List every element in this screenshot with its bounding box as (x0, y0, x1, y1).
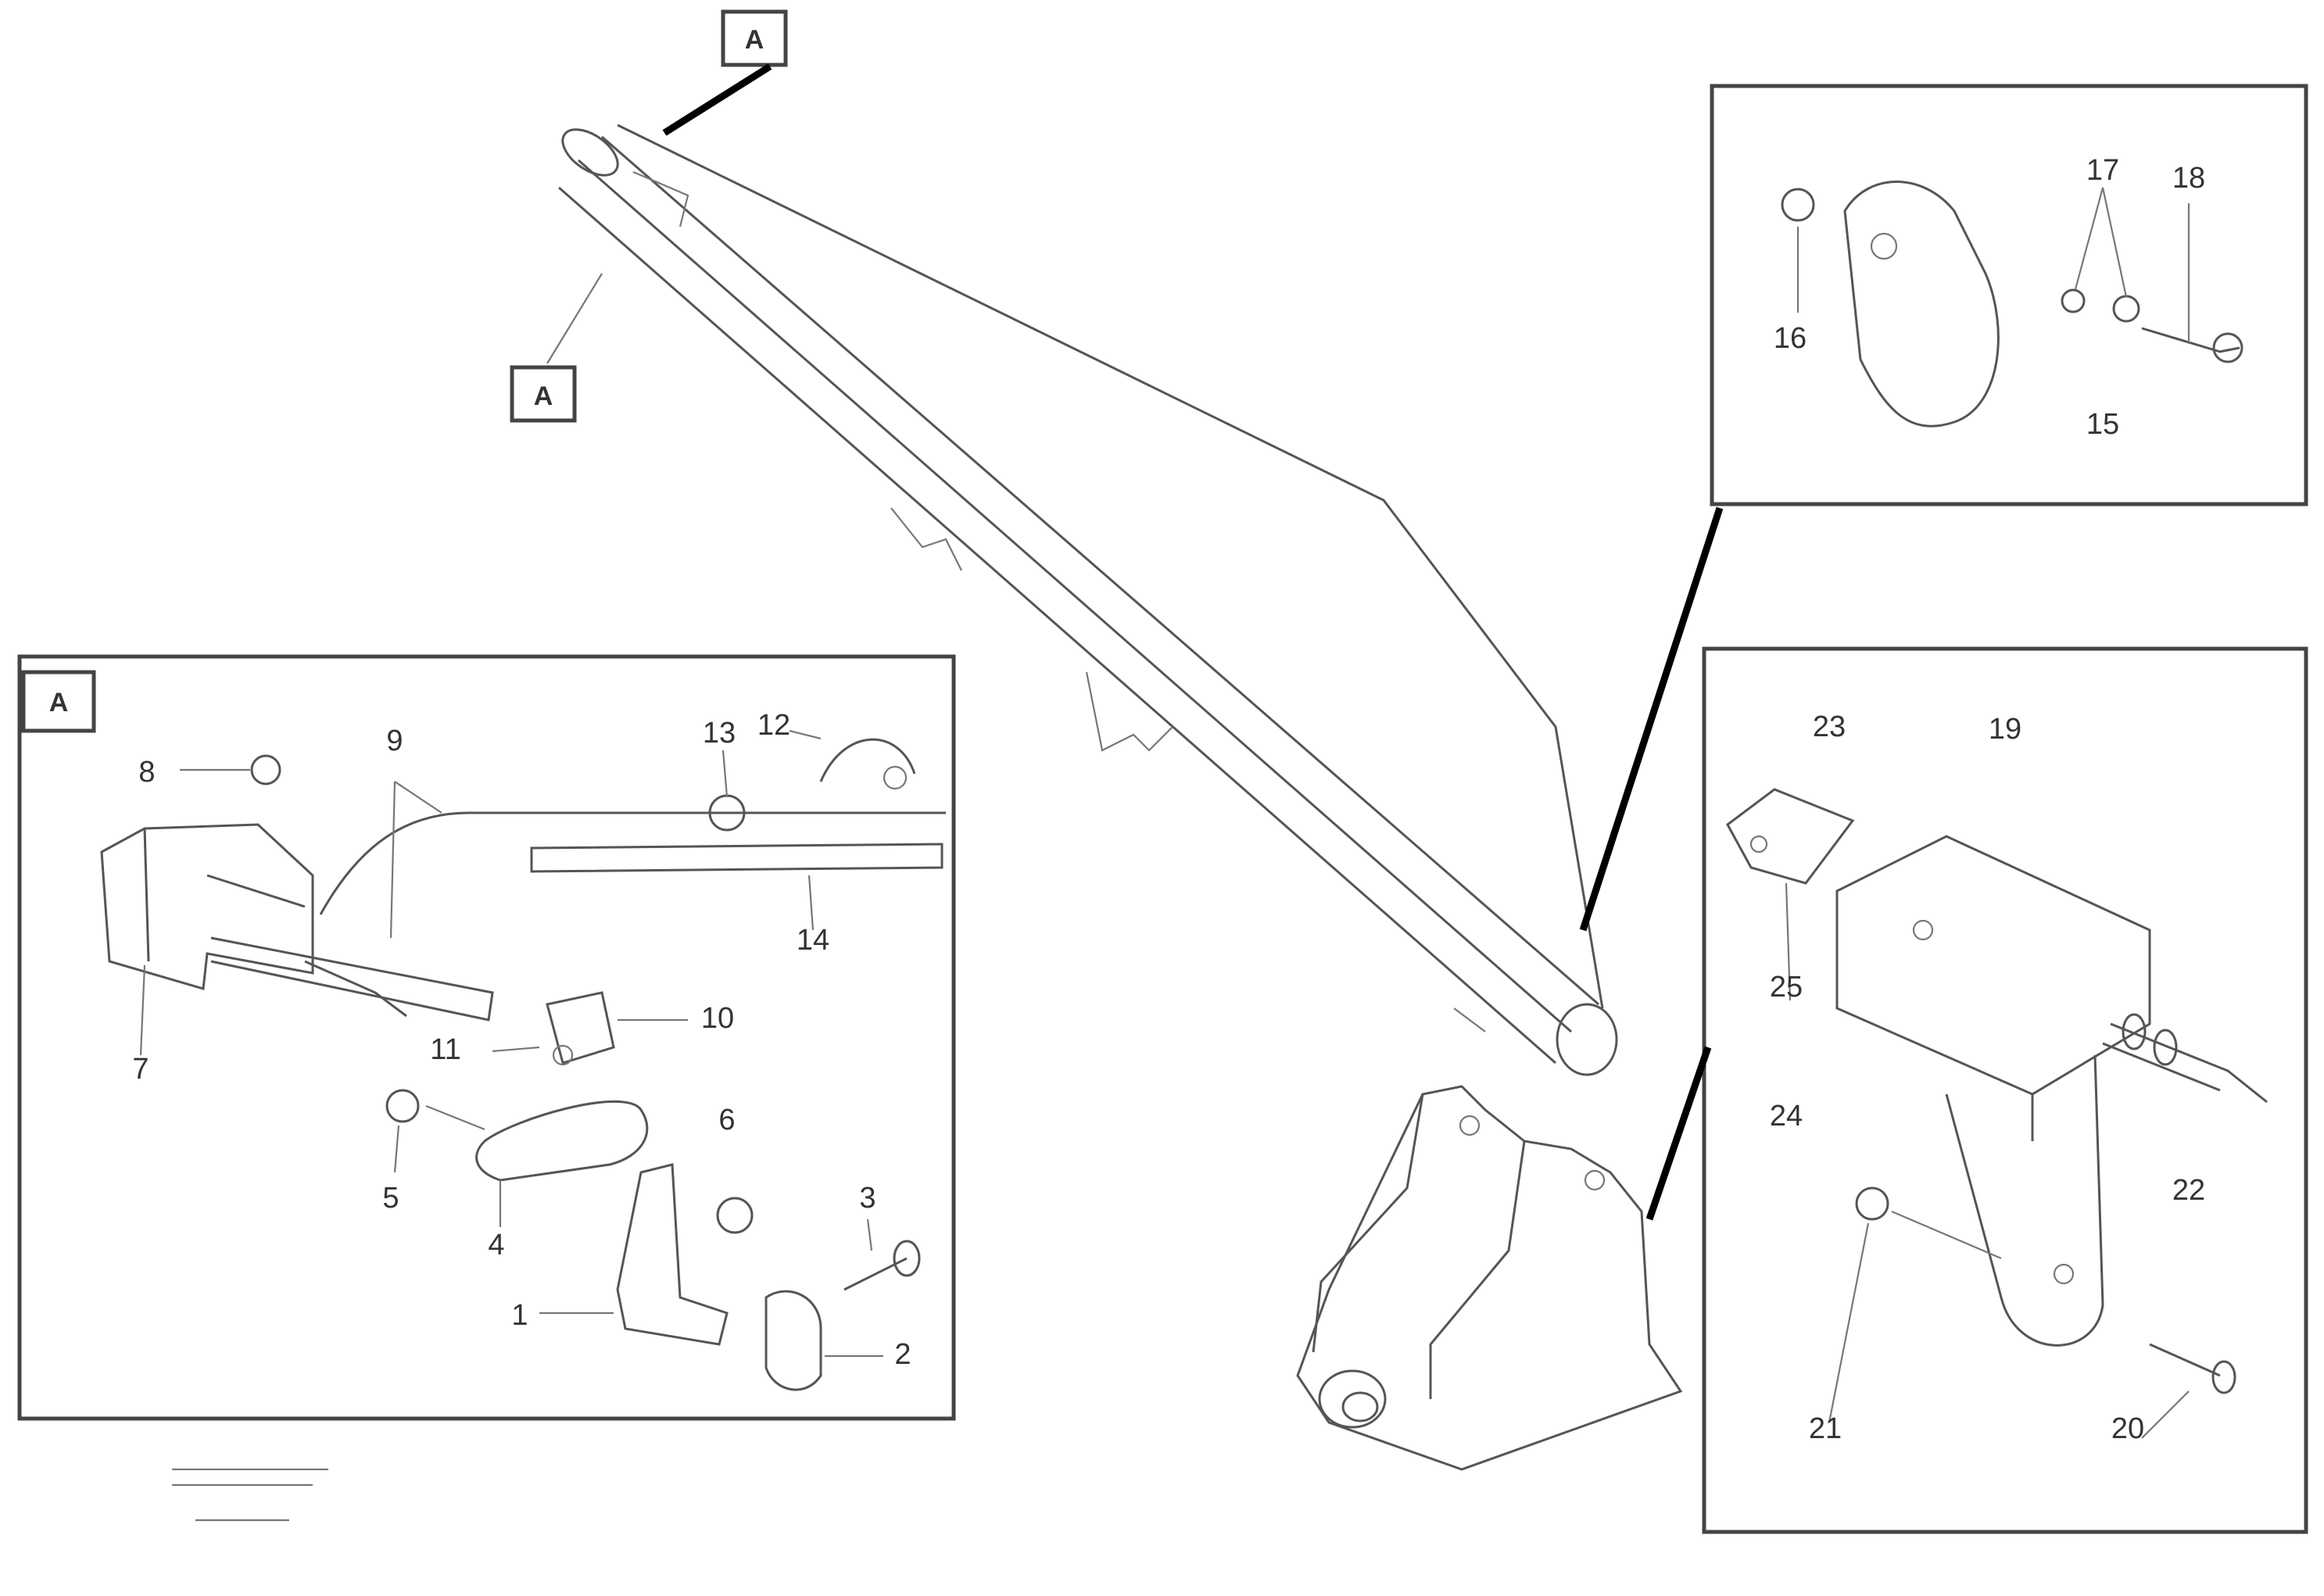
callout-14: 14 (797, 924, 829, 957)
callout-1: 1 (511, 1299, 528, 1332)
callout-17: 17 (2086, 154, 2119, 187)
callout-4: 4 (488, 1229, 504, 1261)
callout-11: 11 (430, 1033, 460, 1066)
callout-5: 5 (382, 1182, 399, 1215)
callout-7: 7 (132, 1053, 149, 1086)
svg-text:A: A (534, 381, 553, 411)
callout-2: 2 (894, 1338, 911, 1371)
callout-3: 3 (859, 1182, 876, 1215)
bolt-nut-part (2061, 288, 2243, 363)
pin-bolt-part (2141, 1343, 2236, 1439)
detail-a-label: A (49, 688, 69, 717)
bushing-part (1855, 1186, 1889, 1221)
callout-15: 15 (2086, 408, 2119, 441)
callout-6: 6 (718, 1104, 735, 1136)
callout-18: 18 (2172, 162, 2205, 195)
callout-13: 13 (703, 717, 736, 750)
callout-24: 24 (1770, 1100, 1803, 1133)
caption-block (172, 1468, 328, 1522)
svg-text:A: A (745, 25, 765, 55)
callout-12: 12 (757, 709, 790, 742)
callout-22: 22 (2172, 1174, 2205, 1207)
inset-detail-a: A (17, 654, 956, 1421)
bucket-linkage (1296, 1085, 1683, 1471)
inset-upper-right: 17 18 16 15 (1579, 84, 2308, 932)
washer-part (1781, 188, 1815, 222)
callout-23: 23 (1813, 710, 1846, 743)
callout-8: 8 (138, 756, 155, 789)
callout-10: 10 (701, 1002, 734, 1035)
callout-20: 20 (2111, 1412, 2144, 1445)
detail-marker-left: A (510, 273, 603, 423)
threaded-rod-part (2102, 1013, 2268, 1104)
link-plate-part (1843, 181, 2000, 428)
bracket-part (1835, 835, 2151, 1347)
callout-21: 21 (1809, 1412, 1842, 1445)
guard-cover-part (100, 823, 314, 990)
callout-16: 16 (1774, 322, 1807, 355)
callout-25: 25 (1770, 971, 1803, 1004)
detail-marker-top: A (662, 9, 788, 136)
inset-lower-right: 23 19 25 24 22 21 20 (1645, 646, 2308, 1534)
hinge-clip-part (1726, 788, 1855, 1001)
callout-9: 9 (386, 725, 403, 757)
callout-19: 19 (1989, 713, 2021, 746)
dipper-arm (558, 123, 1618, 1076)
